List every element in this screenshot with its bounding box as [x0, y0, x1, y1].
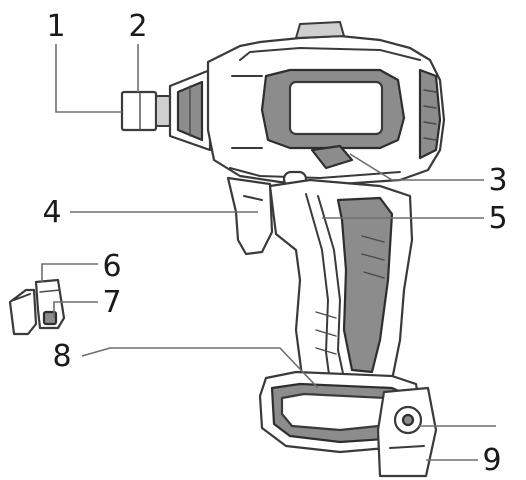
- accessory-clip: [8, 278, 66, 336]
- callout-8: 8: [52, 339, 71, 374]
- callout-9: 9: [482, 443, 501, 478]
- callout-7: 7: [102, 285, 121, 320]
- leader-8: [81, 347, 319, 389]
- callout-labels: 1 2 3 4 5 6 7 8 9: [42, 9, 507, 478]
- callout-6: 6: [102, 249, 121, 284]
- callout-2: 2: [128, 9, 147, 44]
- direction-switch: [282, 144, 354, 188]
- leader-7: [53, 301, 98, 318]
- callout-5: 5: [488, 201, 507, 236]
- impact-driver-illustration: [8, 21, 446, 478]
- callout-4: 4: [42, 195, 61, 230]
- callout-1: 1: [46, 9, 65, 44]
- leader-lines: [41, 44, 496, 461]
- motor-housing: [206, 21, 446, 186]
- trigger: [226, 176, 274, 256]
- callout-3: 3: [488, 163, 507, 198]
- leader-6: [41, 263, 98, 282]
- bit-holder-collar: [168, 68, 212, 152]
- leader-3: [349, 153, 484, 181]
- handle: [268, 178, 414, 388]
- anvil-socket: [120, 90, 171, 132]
- belt-hook: [376, 386, 438, 478]
- leader-1: [55, 44, 122, 113]
